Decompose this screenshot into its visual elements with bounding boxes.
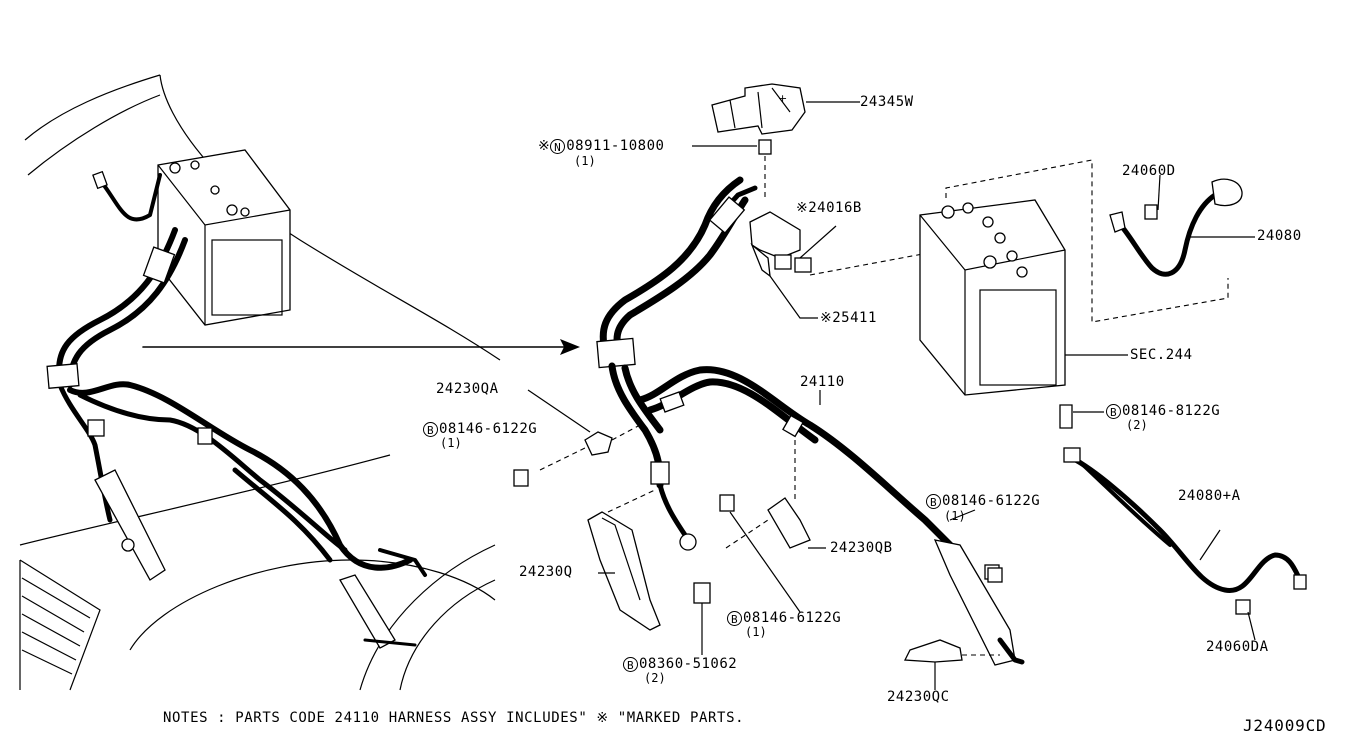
label-24230QA: 24230QA: [436, 381, 499, 397]
qty-bolt-a: (1): [440, 436, 462, 450]
part-number: 08146-6122G: [942, 493, 1041, 509]
label-24230QB: 24230QB: [830, 540, 893, 556]
note-mark: ※: [538, 138, 551, 154]
terminal-cover-24345W: +: [711, 83, 860, 135]
circle-b-icon: B: [623, 657, 638, 672]
qty-bolt-08360: (2): [644, 671, 666, 685]
qty-bolt-c: (1): [745, 625, 767, 639]
part-number: 08360-51062: [639, 656, 738, 672]
label-24230Q: 24230Q: [519, 564, 573, 580]
bracket-24230QB: [719, 440, 826, 613]
cable-24080: [1109, 174, 1255, 277]
part-number: 08911-10800: [566, 138, 665, 154]
part-number: 08146-6122G: [743, 610, 842, 626]
label-sec244: SEC.244: [1130, 347, 1193, 363]
circle-n-icon: N: [550, 139, 566, 154]
label-24345W: 24345W: [860, 94, 914, 110]
label-24080: 24080: [1257, 228, 1302, 244]
label-24060DA: 24060DA: [1206, 639, 1269, 655]
label-24110: 24110: [800, 374, 845, 390]
bracket-24230QA: [513, 389, 641, 487]
label-24080A: 24080+A: [1178, 488, 1241, 504]
notes-text: NOTES : PARTS CODE 24110 HARNESS ASSY IN…: [163, 710, 745, 726]
label-25411: ※25411: [820, 310, 877, 326]
part-number: 08146-8122G: [1122, 403, 1221, 419]
terminal-plus-symbol: +: [778, 92, 787, 105]
fusible-link-24016B: [749, 211, 956, 319]
circle-b-icon: B: [423, 422, 438, 437]
bracket-24230QC: [903, 639, 1000, 690]
circle-b-icon: B: [727, 611, 742, 626]
battery-sec244: [919, 159, 1229, 396]
circle-b-icon: B: [1106, 404, 1121, 419]
label-24060D: 24060D: [1122, 163, 1176, 179]
circle-b-icon: B: [926, 494, 941, 509]
cable-24080A: [1059, 404, 1307, 641]
nut-08911-10800: [692, 139, 772, 200]
harness-24110: [596, 176, 1025, 666]
qty-bolt-8122G: (2): [1126, 418, 1148, 432]
diagram-code: J24009CD: [1243, 716, 1327, 735]
qty-08911: (1): [574, 154, 596, 168]
bracket-24230Q: [587, 489, 711, 655]
part-number: 08146-6122G: [439, 421, 538, 437]
qty-bolt-b: (1): [944, 509, 966, 523]
label-24230QC: 24230QC: [887, 689, 950, 705]
overview-illustration: [19, 74, 580, 691]
label-24016B: ※24016B: [796, 200, 862, 216]
